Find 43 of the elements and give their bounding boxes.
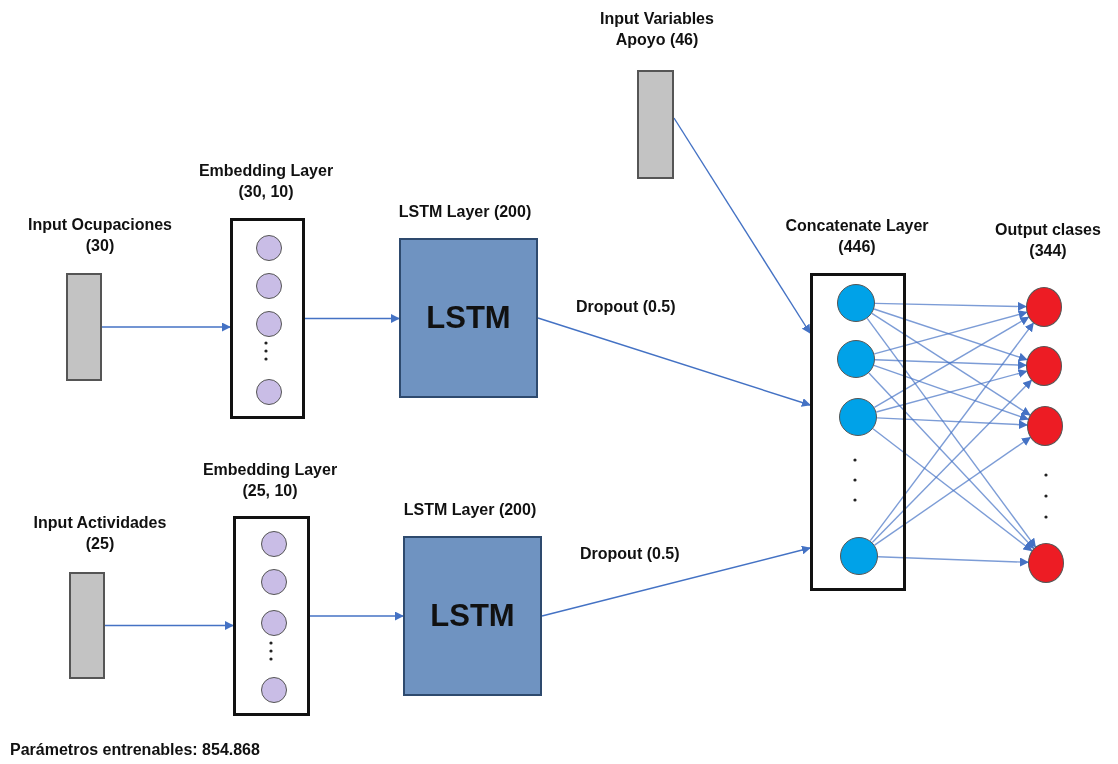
arrow [537,317,811,407]
neuron-circle [256,379,282,405]
arrow [876,417,1028,430]
arrow [304,314,400,323]
parameter-note: Parámetros entrenables: 854.868 [10,740,260,760]
arrow [541,545,811,617]
arrow [873,310,1028,355]
neuron-circle [256,235,282,261]
layer-heading: Input Variables Apoyo (46) [600,10,714,48]
arrow [875,369,1028,413]
arrow [873,308,1028,362]
neuron-circle [261,531,287,557]
neuron-circle [261,569,287,595]
neuron-circle [1028,543,1064,583]
layer-label: LSTM [426,300,511,336]
arrow [673,117,811,334]
arrow [877,556,1029,567]
layer-heading: Concatenate Layer (446) [785,217,929,255]
neuron-circle [1026,287,1062,327]
layer-heading: LSTM Layer (200) [398,203,532,220]
arrow [101,322,231,332]
neuron-circle [1027,406,1063,446]
arrow [104,621,234,630]
arrow [309,611,404,621]
layer-heading: Output clases (344) [994,220,1102,261]
neuron-circle [840,537,878,575]
neuron-circle [839,398,877,436]
layer-heading: Input Ocupaciones (30) [28,216,172,254]
neuron-circle [1026,346,1062,386]
arrow [874,301,1027,311]
neuron-circle [256,311,282,337]
neuron-circle [837,284,875,322]
layer-heading: LSTM Layer (200) [403,501,537,518]
neuron-circle [837,340,875,378]
layer-heading: Input Actividades (25) [33,514,167,552]
layer-label: LSTM [430,598,515,634]
arrow [873,364,1029,421]
neuron-circle [261,610,287,636]
layer-heading: Embedding Layer (25, 10) [202,461,338,499]
neuron-circle [261,677,287,703]
arrow [874,359,1027,370]
layer-heading: Embedding Layer (30, 10) [198,162,334,200]
neuron-circle [256,273,282,299]
